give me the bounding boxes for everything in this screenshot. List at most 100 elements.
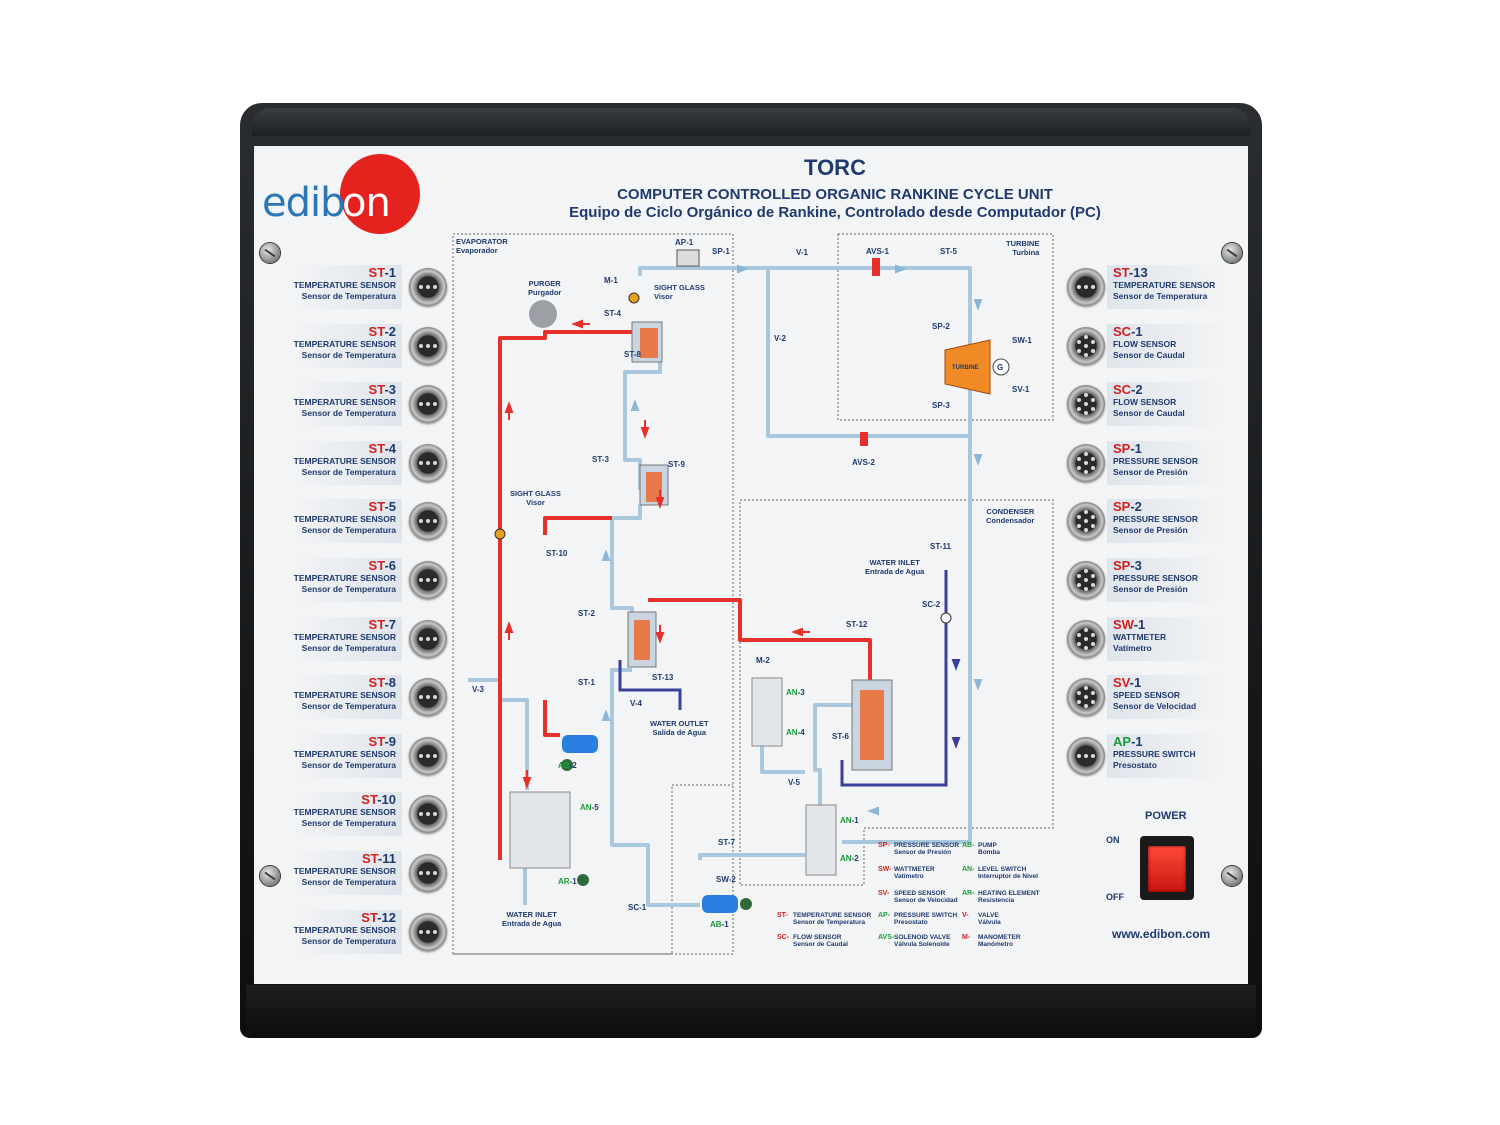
connector-pin [1077,456,1081,461]
sensor-type: TEMPERATURE SENSOR [293,397,396,408]
connector-pin [1084,569,1088,573]
legend-key: ST- [777,912,788,919]
evaporator-zone [452,233,734,955]
tag-m1: M-1 [604,276,618,285]
tag-st8: ST-8 [624,350,641,359]
sensor-type-es: Sensor de Temperatura [301,408,396,419]
connector-socket[interactable] [409,619,447,658]
connector-socket[interactable] [409,268,447,306]
connector-socket[interactable] [1067,561,1105,599]
power-on-label: ON [1106,835,1120,845]
subtitle-spanish: Equipo de Ciclo Orgánico de Rankine, Con… [569,204,1101,221]
cold-line-c [610,668,700,907]
legend-en: HEATING ELEMENT [978,890,1040,897]
sensor-code: ST-1 [368,265,396,280]
hot-line-evap [498,330,650,860]
connector-pin [1077,753,1081,758]
sensor-type: FLOW SENSOR [1113,338,1177,349]
pump-ab2 [562,735,598,753]
pump-ab1 [702,895,738,913]
tag-ab2: AB-2 [558,761,577,770]
water-outlet-line [618,660,682,710]
connector-socket[interactable] [409,385,447,424]
sensor-type-es: Sensor de Caudal [1113,349,1185,360]
connector-pin [433,285,437,289]
connector-pin [1091,700,1095,705]
tag-st10: ST-10 [546,549,568,558]
tag-st2: ST-2 [578,609,595,618]
connector-socket[interactable] [1067,619,1105,658]
connector-socket[interactable] [409,912,447,951]
tag-st12: ST-12 [846,620,868,629]
connector-pin [433,812,437,817]
connector-socket[interactable] [1067,502,1105,541]
connector-pin [1077,339,1081,344]
connector-pin [1091,583,1095,587]
sight-glasses [494,292,640,540]
pumps [561,735,752,913]
connector-pin [1084,460,1088,465]
power-switch[interactable] [1148,846,1186,892]
heat-exchangers [627,321,893,771]
connector-socket[interactable] [1067,268,1105,306]
connector-pin [433,929,437,934]
connector-socket[interactable] [1067,326,1105,365]
sensor-code: ST-6 [368,558,396,573]
tag-st13: ST-13 [652,673,674,682]
sensor-type-es: Sensor de Temperatura [301,584,396,594]
sensor-code: ST-5 [368,499,396,515]
tag-ar1: AR-1 [558,877,577,886]
connector-pin [1084,686,1088,691]
connector-socket[interactable] [409,443,447,482]
heat-exchanger-2-core [646,472,662,502]
connector-pin [419,871,423,875]
legend-es: Interruptor de Nivel [978,873,1038,880]
legend-en: PRESSURE SENSOR [894,842,960,849]
connector-socket[interactable] [1067,385,1105,424]
connector-pin [1091,524,1095,529]
connector-pin [1077,285,1081,289]
sensor-code: ST-10 [361,792,396,808]
connector-socket[interactable] [409,854,447,892]
connector-socket[interactable] [409,561,447,599]
legend-key: SW- [878,866,892,873]
sensor-type: PRESSURE SWITCH [1113,748,1196,759]
connector-socket[interactable] [1067,443,1105,482]
connector-socket[interactable] [409,502,447,541]
pressure-switch-ap1 [676,249,700,267]
connector-pin [426,578,430,582]
connector-socket[interactable] [409,795,447,834]
connector-pin [426,343,430,348]
connector-socket[interactable] [1067,678,1105,717]
tag-ab1: AB-1 [710,920,729,929]
connector-socket[interactable] [409,326,447,365]
condenser-exchanger-core [860,690,884,760]
legend-en: LEVEL SWITCH [978,866,1027,873]
sight-glass-icon [494,528,506,540]
heat-exchanger-3-core [634,620,650,660]
sensor-code: SC-1 [1113,323,1143,339]
subtitle-english: COMPUTER CONTROLLED ORGANIC RANKINE CYCL… [617,186,1053,203]
bypass-line [766,268,970,438]
connector-socket[interactable] [409,678,447,717]
legend-en: TEMPERATURE SENSOR [793,912,872,919]
heat-exchanger-1-core [640,328,658,358]
turbine-label: TURBINE [952,365,979,371]
connector-pin [1084,519,1088,524]
sensor-type-es: Sensor de Temperatura [301,935,396,946]
connector-socket[interactable] [409,736,447,775]
legend-key: AP- [878,912,891,919]
sensor-type: TEMPERATURE SENSOR [293,690,396,701]
sensor-type-es: Sensor de Temperatura [301,818,396,829]
cold-line-b [610,505,642,625]
power-off-label: OFF [1106,892,1124,902]
connector-pin [1091,407,1095,412]
connector-socket[interactable] [1067,736,1105,775]
